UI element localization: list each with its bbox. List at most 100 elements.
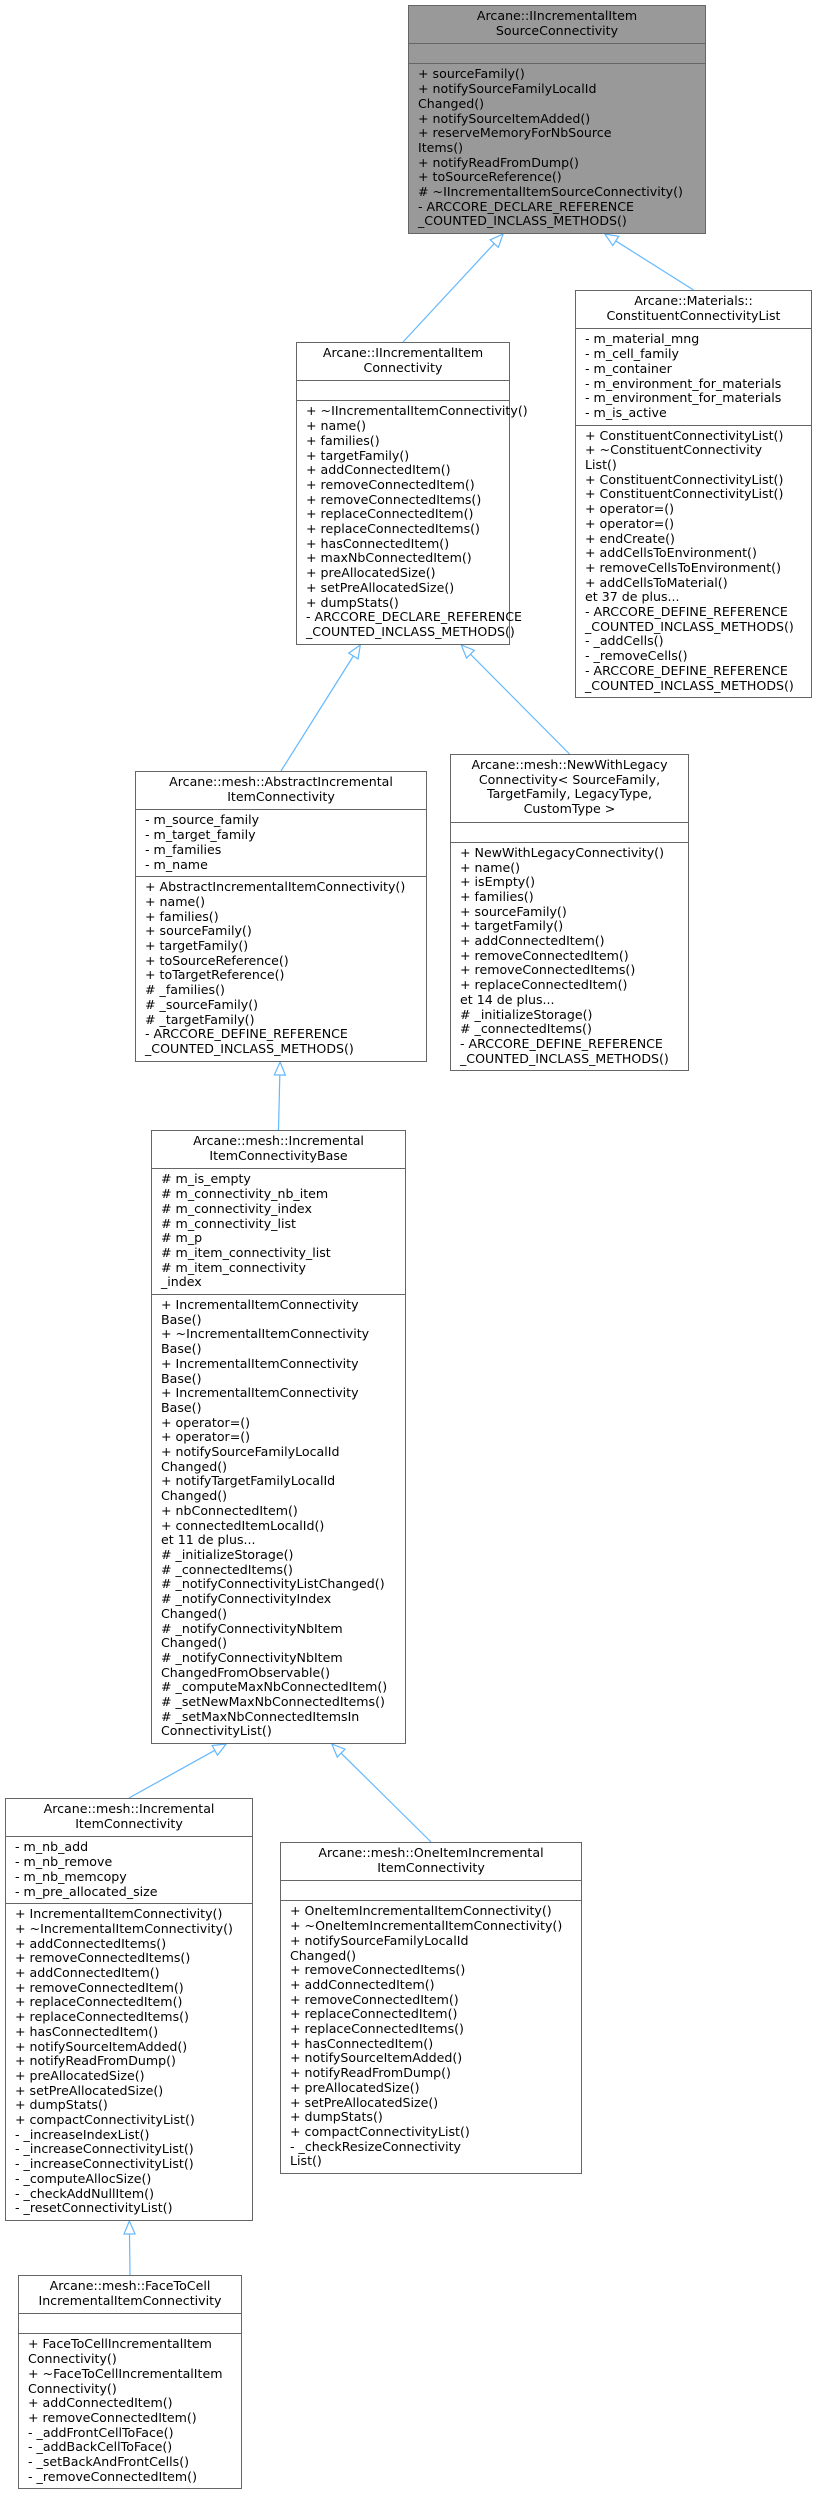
inheritance-arrowhead [273, 1060, 287, 1076]
class-operations-line: - _increaseIndexList() [15, 2126, 150, 2142]
class-name-line: TargetFamily, LegacyType, [486, 786, 653, 802]
class-operations-line: + addConnectedItem() [290, 1976, 435, 1992]
class-operations-line: et 11 de plus... [161, 1532, 256, 1548]
class-attributes-line: - m_cell_family [585, 346, 679, 362]
class-attributes: # m_is_empty# m_connectivity_nb_item# m_… [152, 1168, 405, 1294]
class-operations-line: + notifyReadFromDump() [15, 2053, 176, 2069]
class-operations-line: + toTargetReference() [145, 967, 285, 983]
class-name-line: Arcane::mesh::AbstractIncremental [169, 774, 393, 789]
class-operations: + IncrementalItemConnectivity()+ ~Increm… [6, 1903, 252, 2220]
inheritance-edge [280, 655, 354, 772]
class-operations-line: ConnectivityList() [161, 1723, 272, 1739]
class-operations-line: + operator=() [585, 501, 675, 517]
class-operations-line: + ~IIncrementalItemConnectivity() [306, 403, 528, 419]
class-operations-line: Base() [161, 1399, 202, 1415]
inheritance-edge [470, 653, 570, 755]
class-operations-line: - ARCCORE_DEFINE_REFERENCE [145, 1026, 348, 1042]
class-operations-line: _COUNTED_INCLASS_METHODS() [460, 1050, 669, 1066]
class-operations-line: + IncrementalItemConnectivity [161, 1355, 359, 1371]
class-operations-line: + FaceToCellIncrementalItem [28, 2336, 212, 2352]
inheritance-arrowhead [211, 1743, 228, 1757]
class-operations-line: + removeConnectedItems() [306, 491, 482, 507]
class-name-line: Arcane::IIncrementalItem [476, 8, 638, 23]
class-operations-line: # _computeMaxNbConnectedItem() [161, 1679, 388, 1695]
class-operations-line: + sourceFamily() [145, 923, 252, 939]
class-operations-line: + replaceConnectedItems() [290, 2021, 464, 2037]
class-operations-line: Changed() [161, 1488, 228, 1504]
inheritance-arrowhead [330, 1742, 347, 1759]
class-operations-line: + compactConnectivityList() [15, 2112, 195, 2128]
class-attributes [409, 43, 705, 63]
class-operations-line: + name() [306, 418, 367, 434]
class-operations: + AbstractIncrementalItemConnectivity() +… [136, 876, 426, 1060]
class-attributes [451, 821, 688, 842]
class-operations-line: Base() [161, 1341, 202, 1357]
class-operations-line: # _notifyConnectivityListChanged() [161, 1576, 385, 1592]
class-name-line: ConstituentConnectivityList [606, 307, 781, 323]
class-operations-line: Changed() [161, 1458, 228, 1474]
class-attributes-line: # m_p [161, 1230, 203, 1246]
class-operations-line: Connectivity() [28, 2351, 117, 2367]
class-operations-line: + ~FaceToCellIncrementalItem [28, 2365, 223, 2381]
class-operations-line: + removeConnectedItem() [460, 947, 629, 963]
class-operations-line: + toSourceReference() [145, 952, 289, 968]
class-operations-line: + AbstractIncrementalItemConnectivity() [145, 879, 406, 895]
class-operations-line: + endCreate() [585, 530, 675, 546]
class-operations-line: + connectedItemLocalId() [161, 1517, 325, 1533]
class-operations-line: # _connectedItems() [161, 1561, 293, 1577]
inheritance-arrowhead [603, 233, 620, 247]
class-name-line: IncrementalItemConnectivity [38, 2292, 222, 2308]
class-operations-line: + addConnectedItem() [306, 462, 451, 478]
class-operations-line: + IncrementalItemConnectivity() [15, 1906, 223, 1922]
class-operations-line: List() [585, 457, 617, 473]
inheritance-edge [340, 1752, 432, 1843]
class-operations-line: - _resetConnectivityList() [15, 2200, 173, 2216]
class-name-line: Arcane::mesh::NewWithLegacy [471, 757, 668, 772]
class-operations-line: # _targetFamily() [145, 1011, 255, 1027]
class-constituentconnectivitylist[interactable]: Arcane::Materials::ConstituentConnectivi… [575, 290, 812, 699]
class-operations: + sourceFamily()+ notifySourceFamilyLoca… [409, 63, 705, 233]
class-operations-line: + hasConnectedItem() [15, 2023, 159, 2039]
class-operations-line: Base() [161, 1370, 202, 1386]
class-operations-line: + setPreAllocatedSize() [306, 579, 455, 595]
class-operations: + OneItemIncrementalItemConnectivity()+ … [281, 1900, 581, 2173]
class-operations: + ~IIncrementalItemConnectivity()+ name(… [297, 400, 528, 643]
class-operations-line: + NewWithLegacyConnectivity() [460, 844, 664, 860]
class-operations-line: - _increaseConnectivityList() [15, 2156, 194, 2172]
class-operations-line: Changed() [290, 1947, 357, 1963]
class-operations-line: + addCellsToMaterial() [585, 574, 728, 590]
class-operations-line: Base() [161, 1311, 202, 1327]
class-operations-line: + replaceConnectedItems() [15, 2009, 189, 2025]
class-operations: + ConstituentConnectivityList()+ ~Consti… [576, 424, 811, 698]
class-operations-line: + maxNbConnectedItem() [306, 550, 472, 566]
class-name-line: Arcane::mesh::FaceToCell [49, 2278, 211, 2293]
class-attributes [297, 380, 509, 400]
class-attributes-line: - m_families [145, 841, 222, 857]
class-operations-line: - _addCells() [585, 633, 664, 649]
class-operations-line: + families() [145, 908, 219, 924]
class-operations-line: + notifySourceItemAdded() [290, 2050, 463, 2066]
class-operations-line: + toSourceReference() [418, 169, 562, 185]
class-operations-line: + operator=() [585, 515, 675, 531]
class-attributes [19, 2313, 241, 2333]
class-operations-line: + replaceConnectedItem() [306, 506, 474, 522]
class-operations-line: + ConstituentConnectivityList() [585, 427, 784, 443]
class-operations-line: + removeConnectedItem() [28, 2409, 197, 2425]
class-attributes-line: # m_item_connectivity_list [161, 1244, 331, 1260]
inheritance-arrowhead [347, 643, 362, 660]
class-operations-line: et 14 de plus... [460, 991, 555, 1007]
